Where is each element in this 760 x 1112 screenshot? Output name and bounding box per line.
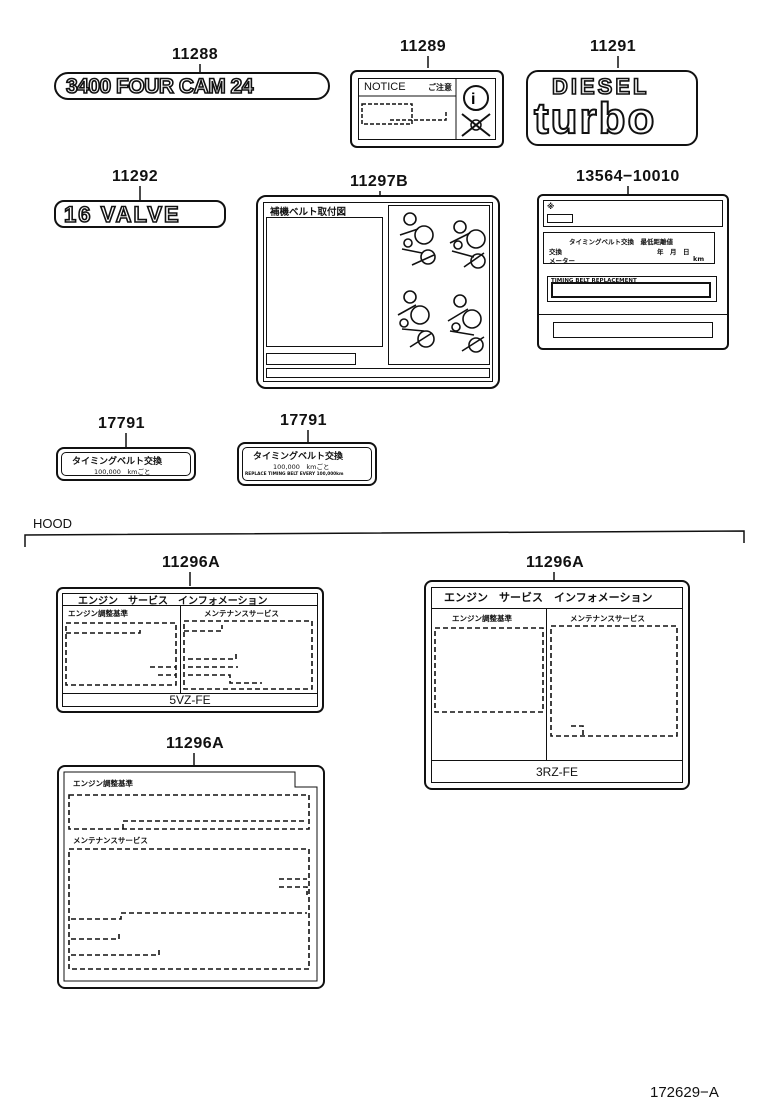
leader-11296a-tall [193, 753, 195, 765]
leader-17791-b [307, 430, 309, 444]
esi-3rz-inner [431, 587, 683, 783]
hood-bracket [24, 530, 745, 547]
emblem-16-valve-text: 16 VALVE [63, 201, 181, 228]
part-number-13564-10010: 13564−10010 [576, 168, 680, 185]
part-number-11296a-5vz: 11296A [162, 554, 221, 571]
esi-5vz-left-heading: エンジン調整基準 [68, 609, 128, 618]
esi-5vz-right-heading: メンテナンスサービス [204, 609, 279, 618]
record-english-field [551, 282, 711, 298]
record-bottom-box [553, 322, 713, 338]
emblem-diesel-text: DIESEL [551, 73, 650, 100]
record-english-box [547, 276, 717, 302]
belt-routing-label[interactable]: 補機ベルト取付図 [256, 195, 500, 389]
leader-17791-a [125, 433, 127, 447]
part-number-11296a-tall: 11296A [166, 735, 225, 752]
esi-3rz-title: エンジン サービス インフォメーション [444, 591, 653, 604]
part-number-11288: 11288 [172, 46, 219, 63]
timing-belt-sticker-jp-en[interactable]: タイミングベルト交換 100,000 kmごと REPLACE TIMING B… [237, 442, 377, 486]
record-divider [539, 314, 727, 315]
record-row2-date: 年 月 日 [657, 248, 690, 256]
timing-belt-jp-en-line2: 100,000 kmごと [273, 463, 330, 471]
leader-11296a-5vz [189, 572, 191, 586]
part-number-11292: 11292 [112, 168, 159, 185]
record-row2: 交換 [549, 248, 562, 256]
svg-text:i: i [471, 91, 475, 108]
belt-routing-text-area [266, 217, 383, 347]
esi-3rz-engine: 3RZ-FE [536, 765, 578, 779]
timing-belt-jp-en-line1: タイミングベルト交換 [253, 452, 344, 462]
timing-belt-sticker-jp[interactable]: タイミングベルト交換 100,000 kmごと [56, 447, 196, 481]
timing-belt-sticker-jp-en-inner [242, 447, 372, 481]
notice-label[interactable]: NOTICE ご注意 i [350, 70, 504, 148]
esi-5vz-title-rule [62, 605, 318, 606]
esi-3rz-title-rule [431, 608, 683, 609]
esi-3rz-left-heading: エンジン調整基準 [452, 614, 512, 623]
belt-routing-box-bottom [266, 368, 490, 378]
leader-11289 [427, 56, 429, 68]
record-row1: タイミングベルト交換 最低距離値 [569, 238, 673, 246]
leader-11292 [139, 186, 141, 200]
emblem-turbo-text: turbo [533, 93, 657, 144]
notice-title: NOTICE [364, 81, 406, 93]
emblem-diesel-turbo[interactable]: DIESEL turbo [526, 70, 698, 146]
esi-tall-left-heading: エンジン調整基準 [73, 779, 133, 788]
diagram-id: 172629−A [650, 1084, 719, 1101]
notice-inner-frame [358, 78, 496, 140]
belt-routing-box-small [266, 353, 356, 365]
record-row3-unit: km [693, 255, 705, 263]
engine-service-info-3rz[interactable]: エンジン サービス インフォメーション エンジン調整基準 メンテナンスサービス … [424, 580, 690, 790]
leader-11291 [617, 56, 619, 68]
part-number-11296a-3rz: 11296A [526, 554, 585, 571]
record-english-text: TIMING BELT REPLACEMENT [551, 278, 637, 284]
esi-5vz-dashed-fields [65, 620, 313, 690]
belt-routing-diagram-area [388, 205, 490, 365]
record-top-mark: ※ [547, 202, 555, 211]
esi-5vz-column-rule [180, 605, 181, 693]
emblem-16-valve[interactable]: 16 VALVE [54, 200, 226, 228]
notice-graphics: i [358, 78, 491, 140]
part-number-17791-b: 17791 [280, 412, 327, 429]
belt-routing-inner-frame [263, 202, 493, 382]
record-top-tag [547, 214, 573, 223]
record-row3: メーター [549, 257, 575, 265]
esi-tall-right-heading: メンテナンスサービス [73, 836, 148, 845]
esi-3rz-footer-rule [431, 760, 683, 761]
esi-3rz-right-heading: メンテナンスサービス [570, 614, 645, 623]
belt-pulley-diagram [397, 212, 486, 353]
emblem-3400-four-cam-24[interactable]: 3400 FOUR CAM 24 [54, 72, 330, 100]
part-number-11297b: 11297B [350, 173, 409, 190]
hood-label: HOOD [33, 516, 72, 531]
esi-5vz-engine: 5VZ-FE [169, 693, 211, 707]
timing-belt-jp-en-line3: REPLACE TIMING BELT EVERY 100,000km [245, 472, 344, 477]
esi-tall-frame [63, 771, 318, 982]
part-number-11291: 11291 [590, 38, 637, 55]
engine-service-info-tall[interactable]: エンジン調整基準 メンテナンスサービス [57, 765, 325, 989]
esi-5vz-inner [62, 593, 318, 707]
record-top-box [543, 200, 723, 227]
timing-belt-record-label[interactable]: ※ タイミングベルト交換 最低距離値 交換 年 月 日 メーター km TIMI… [537, 194, 729, 350]
part-number-17791-a: 17791 [98, 415, 145, 432]
esi-5vz-footer-rule [62, 693, 318, 694]
esi-3rz-dashed-fields [434, 625, 678, 737]
notice-title-jp: ご注意 [428, 83, 452, 92]
esi-3rz-column-rule [546, 608, 547, 760]
timing-belt-sticker-jp-inner [61, 452, 191, 476]
belt-routing-title: 補機ベルト取付図 [270, 207, 347, 218]
record-mid-box [543, 232, 715, 264]
emblem-text: 3400 FOUR CAM 24 [65, 74, 254, 99]
timing-belt-jp-line2: 100,000 kmごと [94, 468, 151, 476]
part-number-11289: 11289 [400, 38, 447, 55]
engine-service-info-5vz[interactable]: エンジン サービス インフォメーション エンジン調整基準 メンテナンスサービス … [56, 587, 324, 713]
esi-5vz-title: エンジン サービス インフォメーション [78, 596, 268, 607]
timing-belt-jp-line1: タイミングベルト交換 [72, 457, 163, 467]
